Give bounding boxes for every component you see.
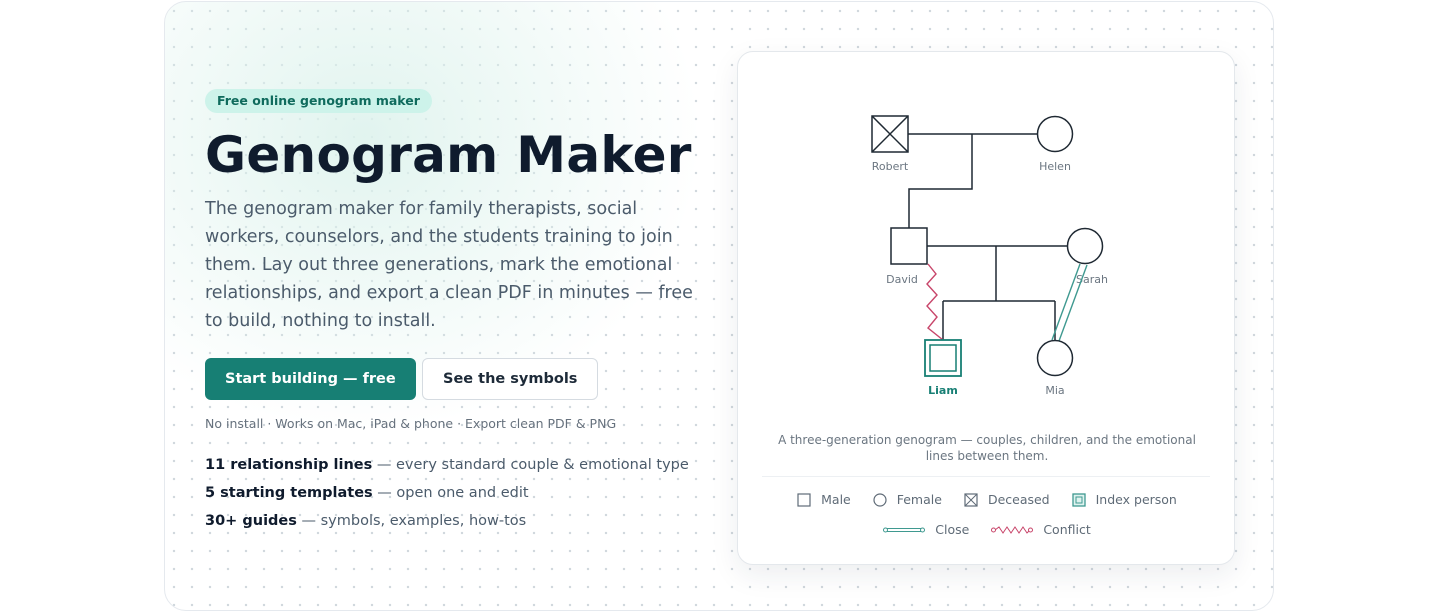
person-liam[interactable] [924,339,962,377]
legend-close-label: Close [935,522,970,537]
legend-conflict: Conflict [991,522,1091,537]
hero-meta: No install · Works on Mac, iPad & phone … [205,416,617,431]
index-person-icon [1071,492,1086,507]
deceased-mark [871,115,909,153]
stat-strong: 30+ guides [205,513,297,529]
stat-rest: — symbols, examples, how-tos [296,513,527,529]
hero-description: The genogram maker for family therapists… [205,199,693,331]
stat-rest: — open one and edit [372,485,529,501]
label-helen: Helen [1039,160,1071,173]
legend-close: Close [883,522,969,537]
close-line-icon [883,527,926,532]
index-inner [929,344,957,372]
close-line-sarah-mia [1051,263,1081,341]
genogram-diagram: Robert Helen David Sarah [871,115,1108,397]
stat-strong: 5 starting templates [205,485,373,501]
child-line-david [908,134,973,228]
genogram-card: Robert Helen David Sarah [737,51,1235,565]
male-square-icon [797,492,811,507]
legend-divider [762,476,1210,477]
label-liam: Liam [928,384,958,397]
legend-male-label: Male [821,492,851,507]
legend-row: Male Female Deceased Index person [738,492,1236,507]
legend-row: Close Conflict [738,522,1236,537]
close-line-sarah-mia [1058,264,1088,342]
person-david[interactable] [890,227,928,265]
stats-list: 11 relationship lines — every standard c… [205,451,689,535]
conflict-line-icon [991,525,1034,534]
label-sarah: Sarah [1076,273,1108,286]
stat-item: 11 relationship lines — every standard c… [205,451,689,479]
legend-index-label: Index person [1095,492,1177,507]
conflict-line-david-liam [926,263,944,341]
stat-strong: 11 relationship lines [205,457,373,473]
legend-conflict-label: Conflict [1043,522,1091,537]
genogram-caption: A three-generation genogram — couples, c… [778,433,1196,463]
legend-deceased-label: Deceased [987,492,1050,507]
hero-section: Free online genogram maker Genogram Make… [164,1,1274,611]
legend-male: Male [797,492,851,507]
stat-item: 5 starting templates — open one and edit [205,479,689,507]
hero-badge: Free online genogram maker [205,89,432,113]
label-mia: Mia [1045,384,1064,397]
stat-item: 30+ guides — symbols, examples, how-tos [205,507,689,535]
legend-female-label: Female [896,492,942,507]
person-mia[interactable] [1036,339,1074,377]
legend-female: Female [873,492,942,507]
legend-deceased: Deceased [964,492,1050,507]
legend-index: Index person [1071,492,1177,507]
see-symbols-button[interactable]: See the symbols [422,358,599,400]
stat-rest: — every standard couple & emotional type [372,457,689,473]
person-sarah[interactable] [1066,227,1104,265]
deceased-cross-icon [964,492,978,507]
person-robert[interactable] [871,115,909,153]
page-title: Genogram Maker [205,126,692,184]
female-circle-icon [873,492,887,507]
start-building-button[interactable]: Start building — free [205,358,416,400]
person-helen[interactable] [1036,115,1074,153]
label-robert: Robert [872,160,909,173]
label-david: David [886,273,918,286]
